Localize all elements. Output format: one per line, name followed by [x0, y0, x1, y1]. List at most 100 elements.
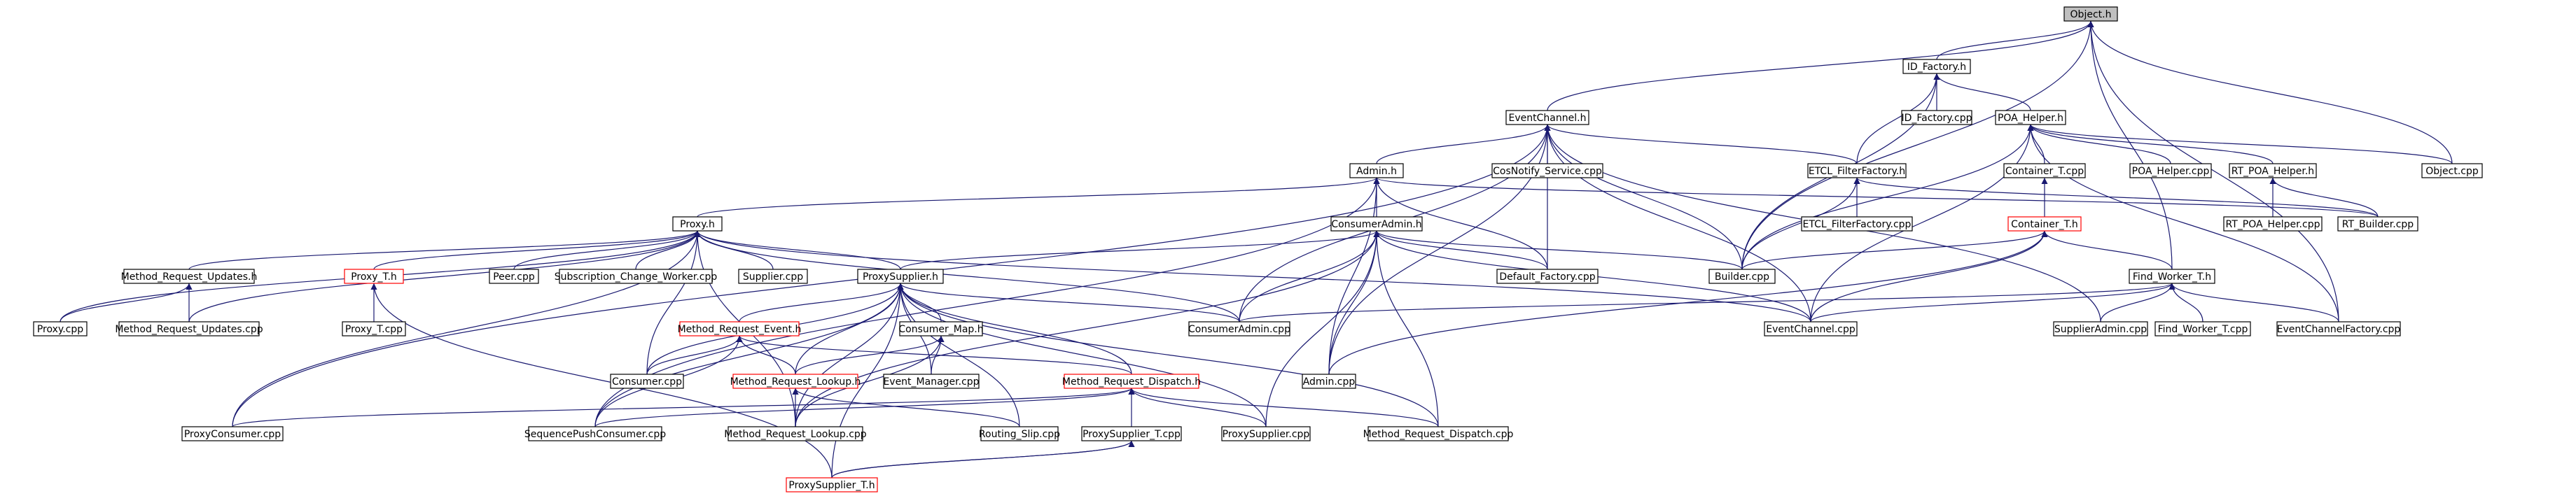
node-routing-slip-cpp[interactable]: Routing_Slip.cpp — [979, 426, 1060, 441]
edge-method-request-dispatch-cpp-to-consumeradmin-h — [1373, 230, 1439, 427]
edge-proxysupplier-cpp-to-proxysupplier-h — [897, 283, 1267, 427]
node-proxysupplier-h[interactable]: ProxySupplier.h — [857, 269, 944, 284]
edge — [1544, 124, 1743, 270]
edge-builder-cpp-to-container-t-h — [1741, 230, 2048, 270]
node-box — [2129, 163, 2212, 178]
edge — [897, 283, 1439, 427]
node-method-request-updates-h[interactable]: Method_Request_Updates.h — [121, 269, 258, 284]
node-proxysupplier-t-h[interactable]: ProxySupplier_T.h — [786, 477, 878, 493]
edge-rt-builder-cpp-to-etcl-filterfactory-h — [1853, 177, 2379, 218]
node-find-worker-t-cpp[interactable]: Find_Worker_T.cpp — [2154, 321, 2251, 336]
node-object-cpp[interactable]: Object.cpp — [2421, 163, 2483, 178]
edge — [1933, 73, 2031, 111]
node-sequencepushconsumer-cpp[interactable]: SequencePushConsumer.cpp — [524, 426, 666, 441]
node-object-h[interactable]: Object.h — [2063, 6, 2118, 22]
edge-eventchannel-cpp-to-eventchannel-h — [1544, 124, 1811, 323]
edge-find-worker-t-h-to-object-h — [2087, 20, 2173, 270]
node-label: Method_Request_Updates.cpp — [115, 324, 263, 335]
node-proxy-t-h[interactable]: Proxy_T.h — [344, 269, 404, 284]
node-supplieradmin-cpp[interactable]: SupplierAdmin.cpp — [2053, 321, 2148, 336]
node-label: EventChannel.h — [1509, 113, 1587, 124]
node-rt-poa-helper-cpp[interactable]: RT_POA_Helper.cpp — [2223, 216, 2323, 232]
edge — [1265, 230, 1380, 427]
edge-consumeradmin-cpp-to-proxy-h — [694, 230, 1240, 323]
edge — [694, 230, 901, 270]
node-method-request-dispatch-h[interactable]: Method_Request_Dispatch.h — [1062, 374, 1201, 389]
node-etcl-filterfactory-h[interactable]: ETCL_FilterFactory.h — [1807, 163, 1907, 178]
edge — [2168, 283, 2203, 323]
edge — [2027, 124, 2045, 164]
node-admin-h[interactable]: Admin.h — [1349, 163, 1404, 178]
edge-find-worker-t-h-to-container-t-h — [2041, 230, 2173, 270]
edge — [694, 230, 1811, 323]
node-box — [2337, 216, 2418, 232]
node-cosnotify-service-cpp[interactable]: CosNotify_Service.cpp — [1491, 163, 1603, 178]
node-consumeradmin-h[interactable]: ConsumerAdmin.h — [1330, 216, 1423, 232]
node-method-request-dispatch-cpp[interactable]: Method_Request_Dispatch.cpp — [1363, 426, 1514, 441]
node-poa-helper-h[interactable]: POA_Helper.h — [1995, 110, 2066, 125]
node-proxyconsumer-cpp[interactable]: ProxyConsumer.cpp — [181, 426, 284, 441]
node-eventchannel-cpp[interactable]: EventChannel.cpp — [1764, 321, 1858, 336]
node-label: RT_POA_Helper.h — [2232, 166, 2314, 177]
edge-proxy-cpp-to-method-request-updates-h — [60, 283, 193, 323]
edge — [1373, 230, 1439, 427]
node-label: Object.h — [2070, 9, 2112, 20]
node-box — [1901, 110, 1972, 125]
node-rt-builder-cpp[interactable]: RT_Builder.cpp — [2337, 216, 2418, 232]
edge — [1741, 230, 2048, 270]
node-id-factory-h[interactable]: ID_Factory.h — [1902, 59, 1971, 74]
node-poa-helper-cpp[interactable]: POA_Helper.cpp — [2129, 163, 2212, 178]
node-default-factory-cpp[interactable]: Default_Factory.cpp — [1496, 269, 1599, 284]
node-proxy-t-cpp[interactable]: Proxy_T.cpp — [342, 321, 406, 336]
node-peer-cpp[interactable]: Peer.cpp — [489, 269, 539, 284]
node-builder-cpp[interactable]: Builder.cpp — [1708, 269, 1776, 284]
edge — [897, 283, 1267, 427]
node-container-t-cpp[interactable]: Container_T.cpp — [2003, 163, 2086, 178]
edge-builder-cpp-to-poa-helper-h — [1741, 124, 2034, 270]
node-label: Method_Request_Lookup.h — [730, 376, 861, 388]
edge-sequencepushconsumer-cpp-to-method-request-dispatch-h — [594, 388, 1135, 427]
node-box — [679, 321, 800, 336]
node-proxysupplier-cpp[interactable]: ProxySupplier.cpp — [1221, 426, 1311, 441]
node-supplier-cpp[interactable]: Supplier.cpp — [738, 269, 808, 284]
node-etcl-filterfactory-cpp[interactable]: ETCL_FilterFactory.cpp — [1801, 216, 1913, 232]
node-label: Consumer_Map.h — [898, 324, 983, 335]
node-label: Find_Worker_T.h — [2133, 271, 2211, 283]
node-proxysupplier-t-cpp[interactable]: ProxySupplier_T.cpp — [1081, 426, 1182, 441]
node-proxy-h[interactable]: Proxy.h — [672, 216, 723, 232]
node-id-factory-cpp[interactable]: ID_Factory.cpp — [1901, 110, 1972, 125]
node-proxy-cpp[interactable]: Proxy.cpp — [33, 321, 88, 336]
edge-object-cpp-to-object-h — [2087, 20, 2453, 164]
node-find-worker-t-h[interactable]: Find_Worker_T.h — [2129, 269, 2215, 284]
node-box — [899, 321, 983, 336]
edge-builder-cpp-to-etcl-filterfactory-h — [1741, 177, 1860, 270]
node-rt-poa-helper-h[interactable]: RT_POA_Helper.h — [2229, 163, 2317, 178]
node-admin-cpp[interactable]: Admin.cpp — [1302, 374, 1356, 389]
edge-container-t-cpp-to-poa-helper-h — [2027, 124, 2045, 164]
edge — [188, 230, 701, 270]
node-eventchannelfactory-cpp[interactable]: EventChannelFactory.cpp — [2276, 321, 2401, 336]
node-label: ETCL_FilterFactory.h — [1809, 166, 1905, 177]
node-label: Method_Request_Event.h — [678, 324, 802, 335]
node-label: ID_Factory.cpp — [1902, 113, 1972, 124]
edge — [2027, 124, 2453, 164]
node-method-request-lookup-h[interactable]: Method_Request_Lookup.h — [730, 374, 861, 389]
node-consumer-cpp[interactable]: Consumer.cpp — [610, 374, 684, 389]
node-method-request-event-h[interactable]: Method_Request_Event.h — [678, 321, 802, 336]
node-consumeradmin-cpp[interactable]: ConsumerAdmin.cpp — [1188, 321, 1290, 336]
node-eventchannel-h[interactable]: EventChannel.h — [1505, 110, 1589, 125]
node-event-manager-cpp[interactable]: Event_Manager.cpp — [883, 374, 980, 389]
edge-eventchannel-cpp-to-find-worker-t-h — [1810, 283, 2175, 323]
edge-method-request-lookup-cpp-to-consumeradmin-h — [795, 230, 1380, 427]
edge-eventchannelfactory-cpp-to-object-h — [2087, 20, 2339, 323]
node-method-request-lookup-cpp[interactable]: Method_Request_Lookup.cpp — [724, 426, 867, 441]
node-method-request-updates-cpp[interactable]: Method_Request_Updates.cpp — [115, 321, 263, 336]
node-box — [1064, 374, 1199, 389]
edge-method-request-lookup-h-to-proxysupplier-h — [795, 283, 904, 375]
node-subscription-change-worker-cpp[interactable]: Subscription_Change_Worker.cpp — [555, 269, 718, 284]
edge-subscription-change-worker-cpp-to-proxy-h — [635, 230, 701, 270]
node-box — [1367, 426, 1509, 441]
edge-proxy-h-to-admin-h — [697, 177, 1380, 218]
node-container-t-h[interactable]: Container_T.h — [2007, 216, 2082, 232]
node-consumer-map-h[interactable]: Consumer_Map.h — [898, 321, 984, 336]
